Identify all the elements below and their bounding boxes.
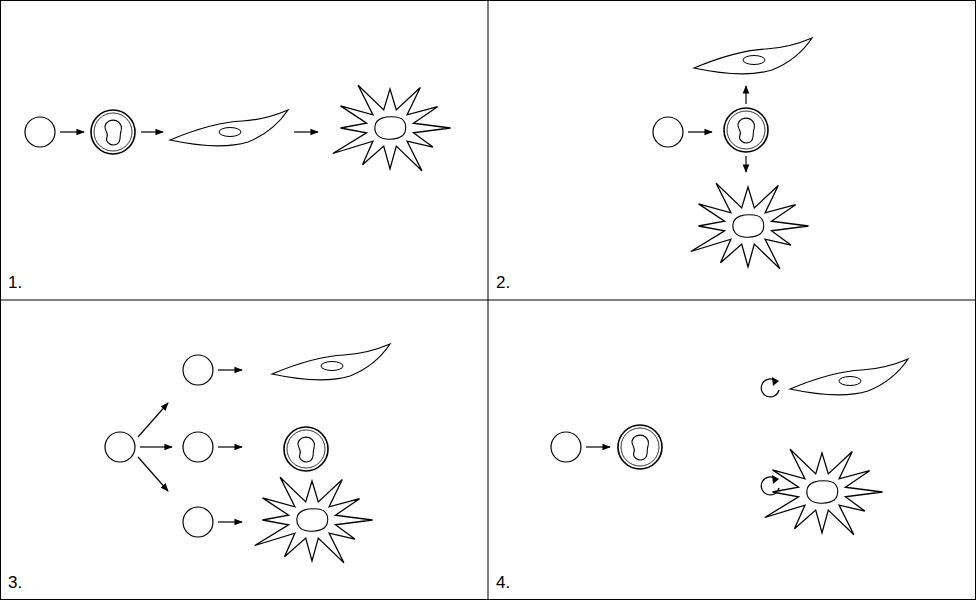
panel-number: 4. [496, 574, 510, 591]
panel-four-art [551, 359, 908, 535]
panel-two-art [653, 38, 812, 269]
panel-divider [0, 300, 976, 301]
panel-number: 3. [8, 574, 22, 591]
panel-number: 1. [8, 274, 22, 291]
panel-number: 2. [496, 274, 510, 291]
panel-three-art [105, 344, 390, 563]
panel-one-art [25, 85, 451, 170]
